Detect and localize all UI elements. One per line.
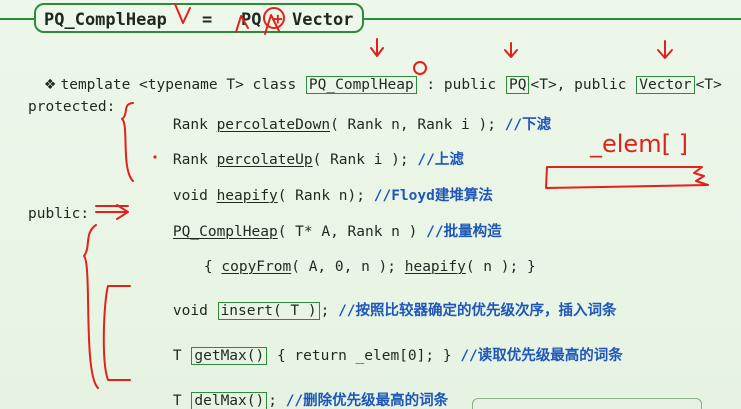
handwritten-strip-icon: [545, 166, 709, 189]
percolate-up-method: percolateUp: [216, 152, 313, 168]
bottom-partial-box: [472, 398, 702, 409]
copy-from-method: copyFrom: [221, 259, 292, 275]
insert-comment: //按照比较器确定的优先级次序，插入词条: [338, 303, 617, 319]
constructor-args: ( T* A, Rank n ): [277, 224, 418, 240]
template-prefix: template <typename T> class: [60, 77, 297, 93]
template-line: ❖template <typename T> class PQ_ComplHea…: [9, 58, 722, 112]
protected-brace-icon: [121, 102, 134, 182]
get-max-comment: //读取优先级最高的词条: [460, 348, 623, 364]
template-t-first: <T>, public: [530, 77, 627, 93]
heapify-comment: //Floyd建堆算法: [373, 188, 493, 204]
del-max-method: delMax(): [191, 392, 268, 409]
constructor-body-open: {: [203, 259, 213, 275]
insert-return-type: void: [172, 303, 208, 319]
insert-semicolon: ;: [320, 303, 330, 319]
percolate-down-args: ( Rank n, Rank i );: [330, 117, 496, 133]
protected-row-heapify: void heapify( Rank n); //Floyd建堆算法: [138, 169, 493, 223]
title-pq: PQ: [241, 10, 262, 30]
diamond-bullet-icon: ❖: [43, 77, 57, 93]
title-divider: [0, 18, 741, 20]
copy-from-args: ( A, 0, n );: [291, 259, 396, 275]
rank-return-type: Rank: [172, 117, 208, 133]
red-arrow-icon: [504, 42, 518, 58]
protected-row-percolate-down: Rank percolateDown( Rank n, Rank i ); //…: [138, 98, 551, 152]
base-pq: PQ: [506, 76, 530, 94]
del-max-comment: //删除优先级最高的词条: [285, 393, 449, 409]
public-keyword-1: public: [443, 77, 497, 93]
heapify-method: heapify: [216, 188, 278, 204]
insert-method: insert( T ): [217, 302, 320, 320]
percolate-down-comment: //下滤: [504, 117, 552, 133]
public-label: public:: [28, 206, 90, 222]
constructor-comment: //批量构造: [426, 224, 502, 240]
base-vector: Vector: [636, 76, 695, 94]
heapify-call-args: ( n ); }: [465, 259, 536, 275]
insert-line: void insert( T ); //按照比较器确定的优先级次序，插入词条: [138, 284, 617, 338]
red-arrow-icon: [95, 204, 129, 220]
get-max-method: getMax(): [191, 347, 268, 365]
del-max-semicolon: ;: [268, 393, 277, 409]
inheritance-colon: :: [426, 77, 436, 93]
percolate-up-args: ( Rank i );: [312, 152, 409, 168]
title-vector: Vector: [292, 10, 354, 30]
heapify-args: ( Rank n);: [277, 188, 365, 204]
protected-row-percolate-up: Rank percolateUp( Rank i ); //上滤: [138, 133, 464, 187]
void-return-type: void: [172, 188, 208, 204]
get-max-body: { return _elem[0]; }: [276, 348, 452, 364]
protected-label: protected:: [28, 99, 116, 115]
red-arrow-icon: [370, 38, 384, 57]
constructor-body-line: { copyFrom( A, 0, n ); heapify( n ); }: [169, 240, 536, 294]
constructor-name: PQ_ComplHeap: [172, 224, 278, 240]
constructor-line: PQ_ComplHeap( T* A, Rank n ) //批量构造: [138, 205, 502, 259]
title-complheap: PQ_ComplHeap: [44, 10, 167, 30]
class-title-box: PQ_ComplHeap = PQ + Vector: [34, 3, 364, 33]
title-equals: =: [202, 10, 213, 30]
get-max-line: T getMax() { return _elem[0]; } //读取优先级最…: [138, 329, 623, 383]
get-max-return-type: T: [172, 348, 182, 364]
red-arrow-icon: [657, 40, 673, 59]
del-max-line: T delMax(); //删除优先级最高的词条: [138, 374, 448, 409]
del-max-return-type: T: [172, 393, 182, 409]
percolate-down-method: percolateDown: [216, 117, 331, 133]
public-brace-icon: [83, 224, 99, 389]
template-t-second: <T>: [695, 77, 722, 93]
handwritten-elem-annotation: _elem[ ]: [590, 130, 688, 158]
public-bracket-icon: [102, 285, 131, 381]
title-plus: +: [273, 9, 283, 28]
heapify-call: heapify: [404, 259, 466, 275]
template-class-name: PQ_ComplHeap: [305, 76, 417, 94]
rank-return-type: Rank: [172, 152, 208, 168]
percolate-up-comment: //上滤: [417, 152, 464, 168]
